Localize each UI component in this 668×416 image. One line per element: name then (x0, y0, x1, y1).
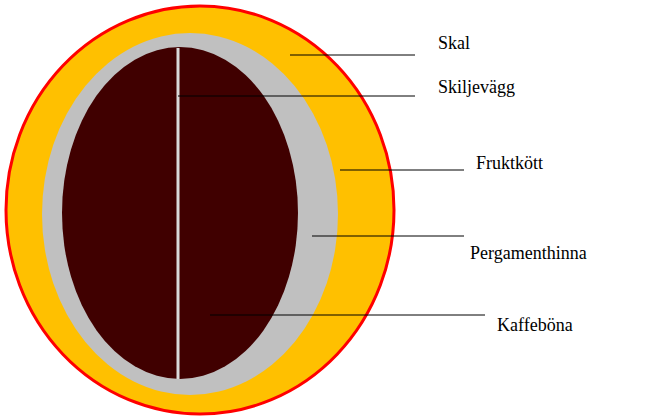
leader-line (290, 55, 415, 56)
part-label: Skiljevägg (438, 76, 515, 98)
part-label: Pergamenthinna (470, 242, 587, 264)
part-label: Fruktkött (476, 152, 543, 174)
leader-line (210, 315, 485, 316)
leader-line (340, 170, 464, 171)
bean-shape (62, 47, 298, 379)
parchment-layer (42, 33, 338, 395)
part-label: Skal (438, 32, 470, 54)
separator-line (177, 48, 180, 379)
part-label: Kaffeböna (497, 314, 573, 336)
skin-outline (6, 6, 394, 414)
leader-line (312, 236, 464, 237)
leader-line (178, 96, 415, 97)
